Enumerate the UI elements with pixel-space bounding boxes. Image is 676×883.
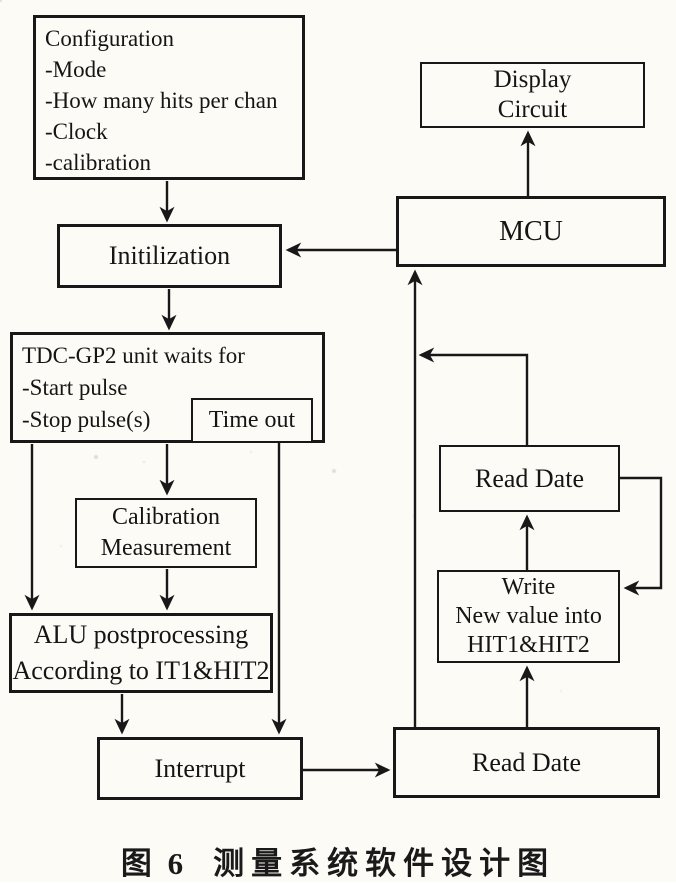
node-read-date-upper-label: Read Date	[474, 463, 584, 493]
edge-read-date-upper-to-mcu-line	[418, 347, 529, 445]
node-tdc-wait-line: -Start pulse	[22, 375, 128, 400]
node-alu-line: According to IT1&HIT2	[12, 656, 270, 685]
node-configuration-line: -How many hits per chan	[45, 88, 278, 113]
node-read-date-lower: Read Date	[393, 727, 660, 798]
node-read-date-upper: Read Date	[439, 445, 620, 512]
node-tdc-wait-line: -Stop pulse(s)	[22, 407, 151, 432]
node-initialization-label: Initilization	[108, 241, 231, 270]
node-mcu-label: MCU	[499, 215, 563, 247]
node-tdc-wait-line: TDC-GP2 unit waits for	[22, 343, 245, 368]
node-display-line: Display	[493, 66, 572, 93]
node-configuration-line: -Clock	[45, 119, 108, 144]
node-configuration: Configuration -Mode -How many hits per c…	[33, 15, 305, 180]
node-time-out: Time out	[191, 398, 313, 443]
node-alu-postprocessing: ALU postprocessing According to IT1&HIT2	[9, 613, 273, 693]
edge-read-date-upper-loop-to-write	[620, 476, 663, 596]
figure-caption-text: 测量系统软件设计图	[213, 846, 556, 881]
scan-noise	[0, 0, 2, 2]
node-calibration-line: Calibration	[112, 504, 220, 530]
node-display-circuit: Display Circuit	[420, 62, 645, 128]
node-display-line: Circuit	[497, 96, 568, 123]
node-configuration-line: -calibration	[45, 150, 152, 175]
node-write-line: Write	[501, 574, 556, 600]
node-alu-line: ALU postprocessing	[33, 620, 249, 649]
node-write-line: HIT1&HIT2	[467, 632, 590, 658]
node-write-line: New value into	[455, 603, 602, 629]
node-calibration-measurement: Calibration Measurement	[75, 498, 257, 568]
node-interrupt: Interrupt	[97, 737, 303, 800]
node-calibration-line: Measurement	[100, 535, 232, 561]
node-initialization: Initilization	[57, 224, 282, 288]
figure-caption-number: 图 6	[120, 846, 188, 881]
node-read-date-lower-label: Read Date	[471, 747, 581, 777]
node-mcu: MCU	[396, 196, 666, 267]
node-interrupt-label: Interrupt	[154, 753, 246, 783]
figure-caption: 图 6 测量系统软件设计图	[0, 838, 676, 883]
node-configuration-line: -Mode	[45, 57, 107, 82]
node-time-out-label: Time out	[208, 407, 296, 433]
node-configuration-line: Configuration	[45, 26, 175, 51]
node-write-new-value: Write New value into HIT1&HIT2	[437, 570, 620, 663]
